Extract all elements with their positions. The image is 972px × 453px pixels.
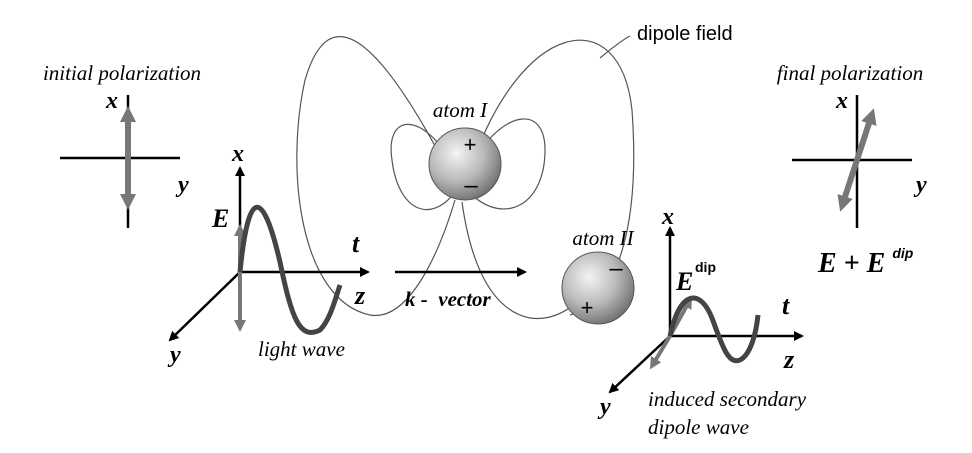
light-wave-group: x E t z y light wave bbox=[167, 141, 370, 368]
light-wave-curve bbox=[237, 204, 343, 335]
initial-polarization-group: initial polarization x y bbox=[43, 61, 201, 228]
atom-1-minus: – bbox=[464, 172, 478, 199]
final-polarization-arrow-down bbox=[837, 159, 860, 212]
induced-t-label: t bbox=[782, 291, 790, 320]
light-y-axis bbox=[168, 271, 241, 342]
atom-1: + – atom I bbox=[428, 98, 502, 201]
atom-2-sphere bbox=[561, 251, 635, 325]
final-y-label: y bbox=[913, 172, 927, 198]
light-x-label: x bbox=[231, 141, 244, 167]
final-polarization-group: final polarization x y E + E dip bbox=[777, 61, 927, 279]
field-line-label-leader bbox=[599, 35, 631, 59]
induced-x-label: x bbox=[661, 204, 674, 230]
light-e-label: E bbox=[211, 204, 229, 233]
induced-z-label: z bbox=[783, 345, 795, 374]
field-line-outer-left bbox=[296, 36, 456, 316]
k-vector-group: k - vector bbox=[395, 267, 527, 311]
atom-1-label: atom I bbox=[433, 98, 488, 122]
induced-e-label: E bbox=[675, 267, 693, 296]
induced-y-axis bbox=[608, 335, 671, 394]
final-formula: E + E dip bbox=[817, 245, 914, 279]
field-line-inner-right bbox=[471, 118, 546, 210]
induced-e-sup: dip bbox=[695, 259, 716, 275]
light-t-label: t bbox=[352, 229, 360, 258]
final-x-label: x bbox=[835, 88, 848, 114]
initial-polarization-label: initial polarization bbox=[43, 61, 201, 85]
atom-2-label: atom II bbox=[572, 226, 634, 250]
atom-2: – + atom II bbox=[561, 226, 635, 325]
atom-2-plus: + bbox=[581, 295, 594, 320]
final-polarization-arrow-up bbox=[854, 108, 877, 161]
light-z-label: z bbox=[354, 281, 366, 310]
induced-label-line2: dipole wave bbox=[648, 415, 749, 439]
field-line-inner-left bbox=[390, 123, 456, 211]
final-formula-sup: dip bbox=[892, 245, 913, 261]
atom-2-minus: – bbox=[609, 255, 623, 282]
k-vector-label: k - vector bbox=[405, 287, 492, 311]
atom-1-sphere bbox=[428, 127, 502, 201]
induced-wave-group: x E dip t z y induced secondary dipole w… bbox=[597, 204, 807, 439]
dipole-field-label: dipole field bbox=[637, 23, 733, 45]
induced-y-label: y bbox=[597, 394, 611, 420]
initial-y-label: y bbox=[175, 172, 189, 198]
atom-1-plus: + bbox=[464, 132, 477, 157]
induced-e-arrow-down bbox=[649, 334, 672, 370]
final-formula-e: E + E bbox=[817, 248, 885, 279]
induced-wave-curve bbox=[667, 295, 761, 364]
induced-label-line1: induced secondary bbox=[648, 387, 807, 411]
initial-x-label: x bbox=[105, 88, 118, 114]
light-y-label: y bbox=[167, 342, 181, 368]
final-polarization-label: final polarization bbox=[777, 61, 923, 85]
light-wave-label: light wave bbox=[258, 337, 345, 361]
